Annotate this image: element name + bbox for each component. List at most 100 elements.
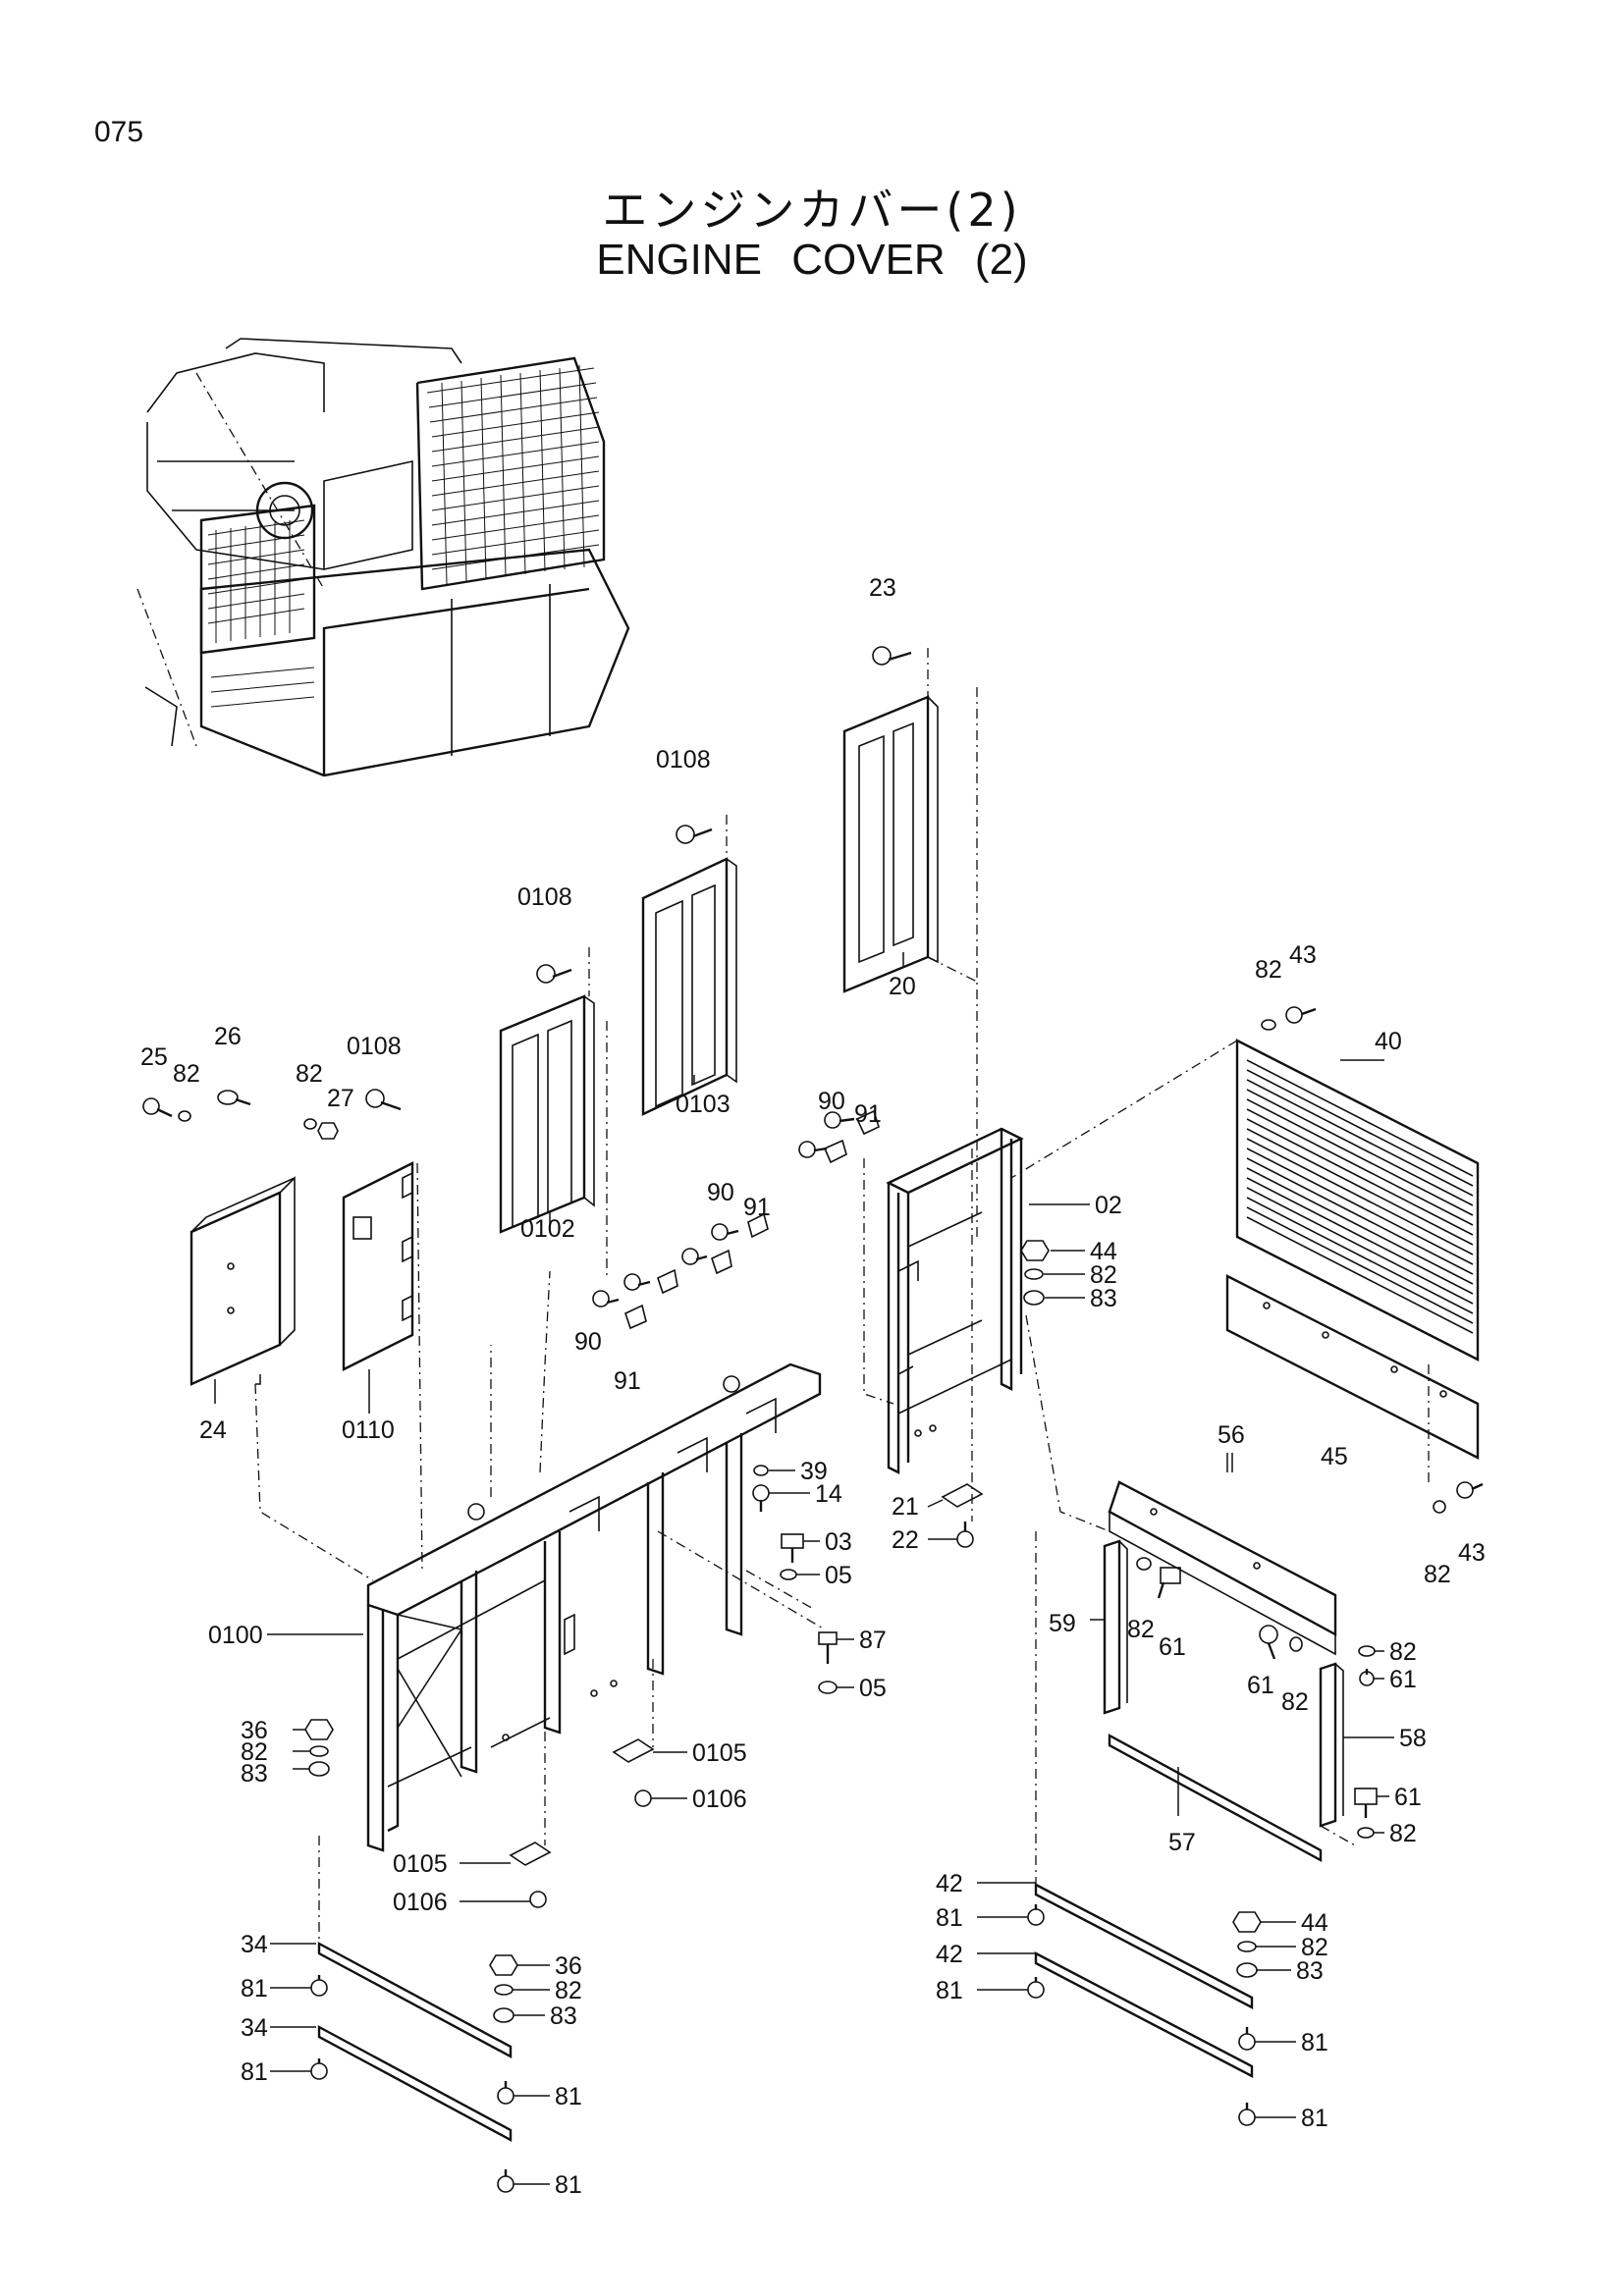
- callout-c02: 02: [1095, 1192, 1122, 1219]
- callout-c34a: 34: [241, 1931, 268, 1958]
- callout-c42b: 42: [936, 1941, 963, 1968]
- callout-c61c: 61: [1247, 1672, 1274, 1699]
- callout-c82h: 82: [1281, 1688, 1309, 1716]
- callout-c90a: 90: [818, 1088, 845, 1115]
- callout-c27: 27: [327, 1085, 354, 1112]
- callout-c82a: 82: [1255, 956, 1282, 984]
- panel-20: [842, 648, 978, 1237]
- callout-c91a: 91: [854, 1100, 882, 1128]
- fasteners: [142, 646, 1484, 2193]
- callout-c81f: 81: [555, 2083, 582, 2110]
- callout-c0106b: 0106: [393, 1889, 448, 1916]
- callout-c03: 03: [825, 1528, 852, 1556]
- callout-c81e: 81: [241, 2058, 268, 2086]
- callout-c26: 26: [214, 1023, 242, 1050]
- plate-58: [1319, 1662, 1356, 1846]
- callout-c87: 87: [859, 1627, 887, 1654]
- title-japanese: エンジンカバー(2): [602, 184, 1022, 237]
- callout-c0105a: 0105: [692, 1739, 747, 1767]
- panel-0102: [499, 947, 608, 1276]
- callout-c81h: 81: [555, 2171, 582, 2199]
- callout-c91b: 91: [743, 1194, 771, 1221]
- callout-c22: 22: [892, 1526, 919, 1554]
- callout-c81b: 81: [936, 1977, 963, 2004]
- callout-c05a: 05: [825, 1562, 852, 1589]
- callout-c56: 56: [1218, 1421, 1245, 1449]
- callout-labels: 23 0108 20 0108 0103 82 43 40 25 82 26 8…: [140, 574, 1486, 2199]
- panel-0103: [641, 815, 737, 1116]
- grille-40: [1010, 1039, 1480, 1362]
- callout-c81a: 81: [936, 1904, 963, 1932]
- callout-c0103: 0103: [676, 1091, 731, 1118]
- callout-c81g: 81: [1301, 2105, 1328, 2132]
- callout-c57: 57: [1168, 1829, 1196, 1856]
- bar-45: [1225, 1274, 1480, 1482]
- plates-21-0105: [509, 1483, 984, 1866]
- page-number: 075: [94, 116, 144, 148]
- callout-c83a: 83: [1090, 1285, 1117, 1312]
- callout-c82b: 82: [173, 1060, 200, 1088]
- callout-c90c: 90: [574, 1328, 602, 1356]
- callout-c83c: 83: [1296, 1957, 1324, 1985]
- callout-c0108b: 0108: [517, 883, 572, 911]
- callout-c43b: 43: [1458, 1539, 1486, 1567]
- panel-0110: [342, 1161, 423, 1572]
- frame-0100: [366, 1270, 826, 1852]
- callout-c36b: 36: [555, 1952, 582, 1980]
- callout-c81c: 81: [241, 1975, 268, 2002]
- callout-c83b: 83: [241, 1760, 268, 1788]
- callout-c05b: 05: [859, 1675, 887, 1702]
- callout-c82i: 82: [241, 1738, 268, 1766]
- callout-c81d: 81: [1301, 2029, 1328, 2056]
- callout-c0105b: 0105: [393, 1850, 448, 1878]
- callout-c23: 23: [869, 574, 896, 602]
- callout-c21: 21: [892, 1493, 919, 1521]
- callout-c61a: 61: [1159, 1633, 1186, 1661]
- callout-c0102: 0102: [520, 1215, 575, 1243]
- callout-c61d: 61: [1394, 1784, 1422, 1811]
- callout-c83d: 83: [550, 2002, 577, 2030]
- callout-c0108a: 0108: [656, 746, 711, 774]
- bar-56: [1025, 1314, 1337, 1656]
- bars-34: [317, 1836, 513, 2143]
- callout-c82l: 82: [555, 1977, 582, 2004]
- callout-c40: 40: [1375, 1028, 1402, 1055]
- panel-24: [189, 1176, 374, 1581]
- callout-c25: 25: [140, 1043, 168, 1071]
- plate-59: [1103, 1539, 1128, 1715]
- callout-c34b: 34: [241, 2014, 268, 2042]
- title-english: ENGINE COVER (2): [596, 236, 1028, 284]
- callout-c58: 58: [1399, 1725, 1427, 1752]
- callout-c82f: 82: [1127, 1616, 1155, 1643]
- callout-c43a: 43: [1289, 941, 1317, 969]
- callout-c82e: 82: [1424, 1561, 1451, 1588]
- callout-c82j: 82: [1389, 1820, 1417, 1847]
- callout-c0106a: 0106: [692, 1786, 747, 1813]
- callout-c91c: 91: [614, 1367, 641, 1395]
- callout-c82d: 82: [1090, 1261, 1117, 1289]
- callout-c0108c: 0108: [347, 1033, 402, 1060]
- frame-02: [863, 1127, 1024, 1522]
- callout-c14: 14: [815, 1480, 842, 1508]
- callout-c82k: 82: [1301, 1934, 1328, 1961]
- callout-c59: 59: [1049, 1610, 1076, 1637]
- callout-c39: 39: [800, 1458, 828, 1485]
- callout-c90b: 90: [707, 1179, 734, 1206]
- bar-57: [1108, 1733, 1323, 1863]
- callout-c61b: 61: [1389, 1666, 1417, 1693]
- callout-c0100: 0100: [208, 1622, 263, 1649]
- leader-lines: [214, 952, 1394, 2185]
- callout-c82c: 82: [296, 1060, 323, 1088]
- callout-c36a: 36: [241, 1717, 268, 1744]
- callout-c24: 24: [199, 1416, 227, 1444]
- callout-c45: 45: [1321, 1443, 1348, 1470]
- callout-c20: 20: [889, 973, 916, 1000]
- callout-c42a: 42: [936, 1870, 963, 1897]
- callout-c44b: 44: [1301, 1909, 1328, 1937]
- bars-42: [1034, 1531, 1254, 2078]
- callout-c82g: 82: [1389, 1638, 1417, 1666]
- callout-c44a: 44: [1090, 1238, 1117, 1265]
- machine-overview-illustration: [136, 338, 630, 777]
- callout-c0110: 0110: [342, 1416, 395, 1444]
